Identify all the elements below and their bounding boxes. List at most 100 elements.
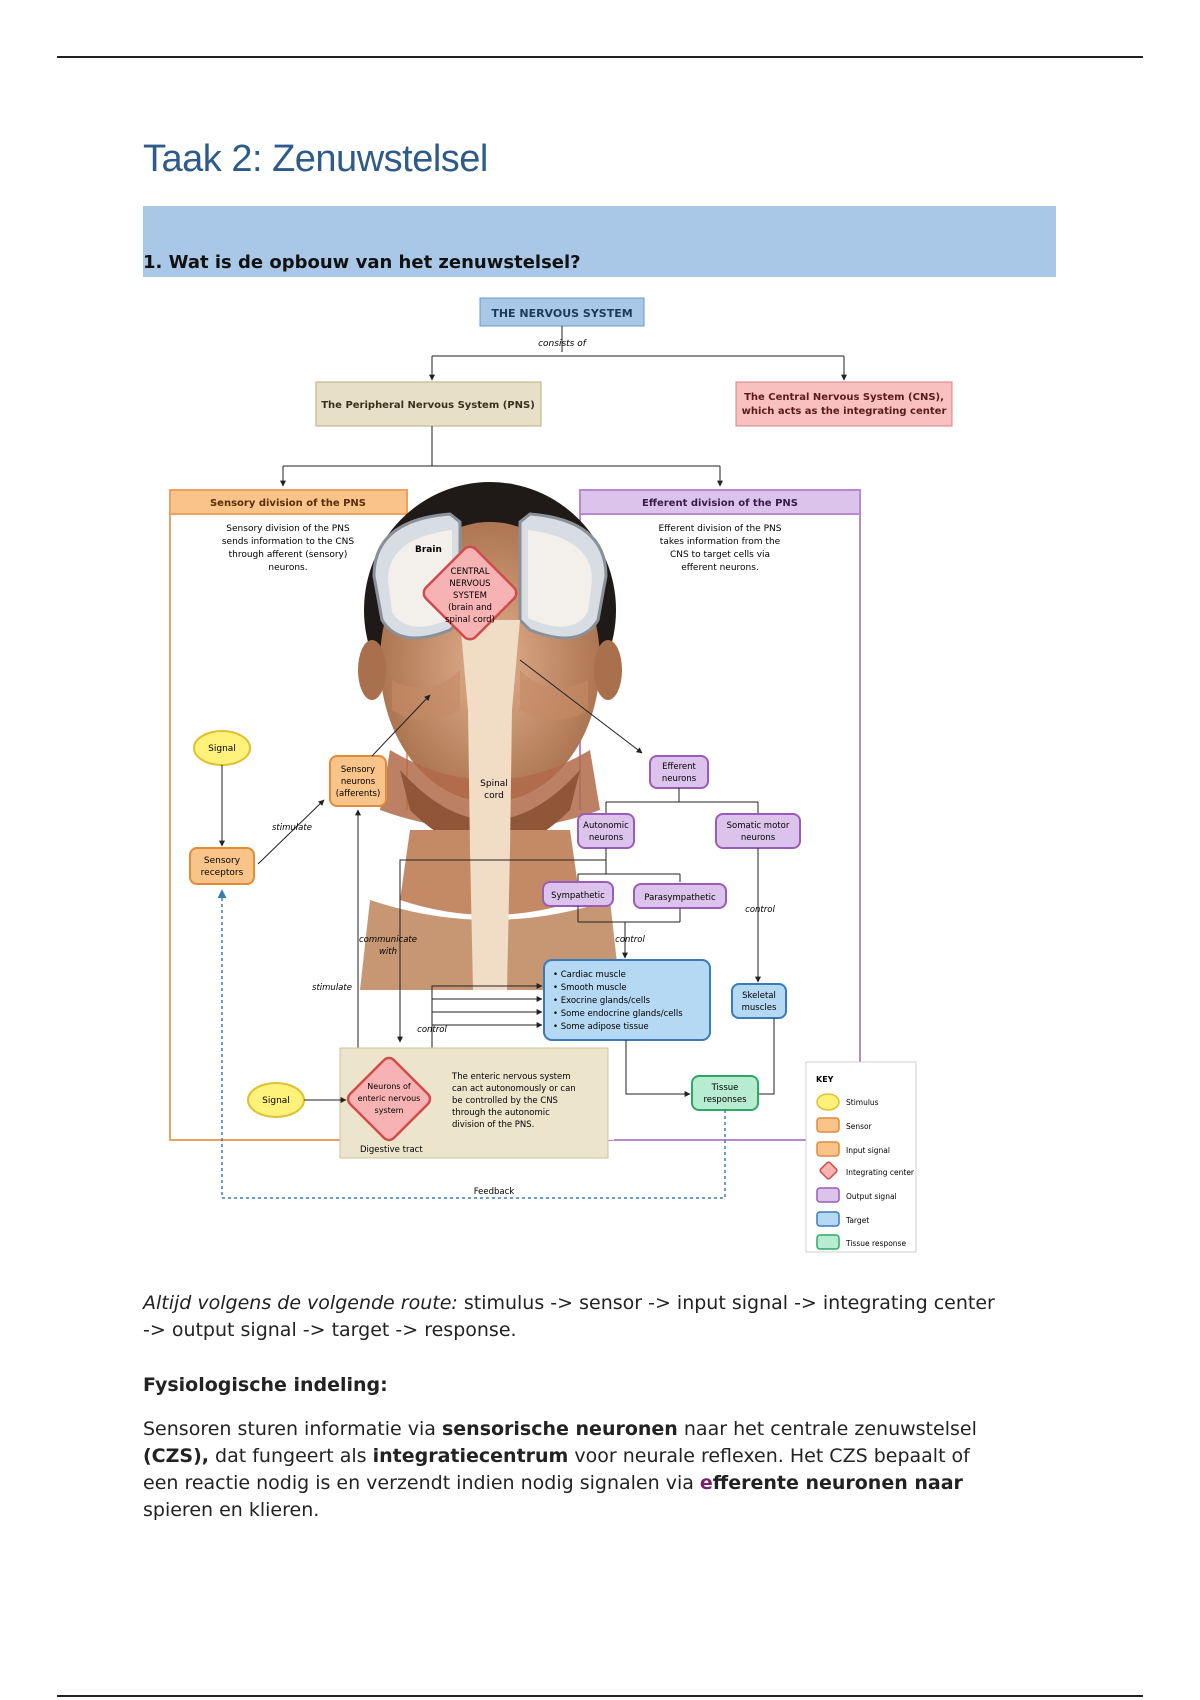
enteric-diamond-2: enteric nervous (358, 1094, 421, 1103)
pns-label: The Peripheral Nervous System (PNS) (321, 400, 535, 411)
target-2: • Smooth muscle (553, 983, 627, 993)
control-label-2: control (745, 905, 775, 915)
efferent-division-title: Efferent division of the PNS (642, 498, 798, 509)
efferent-neurons-2: neurons (662, 774, 697, 784)
sensory-neurons-3: (afferents) (336, 789, 381, 799)
p-f: integratiecentrum (372, 1445, 569, 1467)
top-rule (57, 56, 1143, 58)
communicate-1: communicate (359, 935, 417, 945)
digestive-tract-label: Digestive tract (360, 1145, 423, 1155)
skeletal-muscles-2: muscles (742, 1003, 777, 1013)
p-h: een reactie nodig is en verzendt indien … (143, 1472, 700, 1494)
sensory-desc-3: through afferent (sensory) (229, 550, 348, 560)
enteric-desc-5: division of the PNS. (452, 1120, 534, 1130)
cns-label-1: The Central Nervous System (CNS), (744, 392, 944, 403)
efferent-neurons-1: Efferent (662, 762, 696, 772)
efferent-desc-3: CNS to target cells via (670, 550, 770, 560)
cns-box (735, 381, 953, 427)
signal-label-bottom: Signal (262, 1096, 290, 1106)
efferent-desc-1: Efferent division of the PNS (659, 524, 782, 534)
p-b: sensorische neuronen (441, 1418, 678, 1440)
targets-box (543, 959, 711, 1041)
cns-diamond (422, 545, 518, 641)
enteric-diamond (346, 1056, 432, 1142)
enteric-diamond-1: Neurons of (367, 1082, 411, 1091)
p-k: spieren en klieren. (143, 1499, 320, 1521)
skeletal-muscles-1: Skeletal (742, 991, 776, 1001)
enteric-desc-2: can act autonomously or can (452, 1084, 576, 1094)
p-d: (CZS), (143, 1445, 209, 1467)
key-sensor: Sensor (846, 1122, 873, 1131)
feedback-label: Feedback (474, 1187, 515, 1197)
spinal-cord-label-2: cord (484, 791, 504, 801)
enteric-desc-1: The enteric nervous system (451, 1072, 571, 1082)
p-a: Sensoren sturen informatie via (143, 1418, 442, 1440)
tissue-responses-2: responses (703, 1095, 747, 1105)
route-line-2: -> output signal -> target -> response. (143, 1319, 517, 1341)
feedback-loop (217, 889, 726, 1199)
sensory-desc-2: sends information to the CNS (222, 537, 355, 547)
cns-diamond-1: CENTRAL (451, 567, 490, 577)
brain-label: Brain (415, 545, 442, 555)
question-band (143, 206, 1056, 277)
target-5: • Some adipose tissue (553, 1022, 649, 1032)
route-line-1: Altijd volgens de volgende route: stimul… (143, 1290, 1073, 1317)
nervous-system-diagram: THE NERVOUS SYSTEM consists of The Perip… (169, 297, 953, 1253)
sensory-division-header (169, 489, 408, 515)
question-heading: 1. Wat is de opbouw van het zenuwstelsel… (143, 252, 581, 273)
enteric-diamond-3: system (375, 1106, 404, 1115)
sensory-neurons-2: neurons (341, 777, 376, 787)
spinal-cord-label-1: Spinal (480, 779, 508, 789)
sensory-receptors-2: receptors (201, 868, 244, 878)
consists-of-label: consists of (538, 339, 588, 349)
sensory-receptors-box (189, 847, 255, 885)
p-g: voor neurale reflexen. Het CZS bepaalt o… (568, 1445, 970, 1467)
key-output-signal: Output signal (846, 1192, 897, 1201)
control-label-3: control (417, 1025, 447, 1035)
cns-diamond-3: SYSTEM (453, 591, 487, 601)
nervous-system-label: THE NERVOUS SYSTEM (491, 307, 632, 320)
target-3: • Exocrine glands/cells (553, 996, 651, 1006)
sensory-division-title: Sensory division of the PNS (210, 498, 366, 509)
key-title: KEY (816, 1075, 834, 1084)
p-c: naar het centrale zenuwstelsel (677, 1418, 977, 1440)
key-integrating-center: Integrating center (846, 1168, 915, 1177)
target-1: • Cardiac muscle (553, 970, 626, 980)
sympathetic-label: Sympathetic (551, 891, 605, 901)
stimulate-label-1: stimulate (272, 823, 312, 833)
tissue-responses-1: Tissue (711, 1083, 739, 1093)
autonomic-neurons-2: neurons (589, 833, 624, 843)
key-tissue-response: Tissue response (845, 1239, 906, 1248)
sensory-neurons-1: Sensory (341, 765, 375, 775)
bottom-rule (57, 1695, 1143, 1697)
p-e: dat fungeert als (209, 1445, 373, 1467)
pns-box (315, 381, 542, 427)
cns-diamond-4: (brain and (448, 603, 492, 613)
somatic-motor-1: Somatic motor (727, 821, 790, 831)
target-4: • Some endocrine glands/cells (553, 1009, 683, 1019)
physiological-heading-text: Fysiologische indeling: (143, 1374, 388, 1396)
autonomic-neurons-1: Autonomic (583, 821, 629, 831)
skeletal-muscles-box (731, 983, 787, 1019)
physiological-paragraph: Sensoren sturen informatie via sensorisc… (143, 1416, 1073, 1524)
route-rest: stimulus -> sensor -> input signal -> in… (457, 1292, 995, 1314)
communicate-2: with (379, 947, 397, 957)
efferent-desc-2: takes information from the (660, 537, 781, 547)
stimulate-label-2: stimulate (312, 983, 352, 993)
enteric-desc-4: through the autonomic (452, 1108, 550, 1118)
signal-label-top: Signal (208, 744, 236, 754)
cns-label-2: which acts as the integrating center (742, 406, 947, 417)
nervous-system-box (479, 297, 645, 327)
sensory-neurons-box (329, 755, 387, 807)
key-input-signal: Input signal (846, 1146, 890, 1155)
efferent-desc-4: efferent neurons. (681, 563, 759, 573)
control-label-1: control (615, 935, 645, 945)
sensory-receptors-1: Sensory (204, 856, 241, 866)
physiological-heading: Fysiologische indeling: (143, 1372, 1073, 1399)
diagram-key: KEY Stimulus Sensor Input signal Integra… (805, 1061, 917, 1253)
cns-diamond-2: NERVOUS (449, 579, 490, 589)
p-i: e (699, 1472, 713, 1494)
somatic-motor-2: neurons (741, 833, 776, 843)
route-italic: Altijd volgens de volgende route: (143, 1292, 458, 1314)
cns-diamond-5: spinal cord) (445, 615, 495, 625)
